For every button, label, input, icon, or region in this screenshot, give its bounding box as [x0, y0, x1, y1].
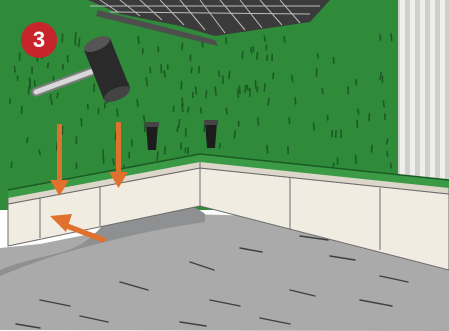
grass-blade — [356, 80, 357, 85]
grass-blade — [273, 73, 274, 78]
grass-blade — [239, 86, 240, 93]
grass-blade — [57, 93, 58, 98]
grass-blade — [245, 86, 246, 93]
grass-blade — [157, 152, 158, 160]
grass-blade — [383, 101, 384, 107]
grass-blade — [257, 53, 258, 59]
grass-blade — [146, 78, 147, 86]
grass-blade — [50, 95, 51, 99]
grass-blade — [75, 32, 76, 40]
grass-blade — [188, 108, 189, 112]
grass-blade — [251, 48, 252, 53]
grass-blade — [75, 41, 76, 45]
grass-blade — [39, 150, 40, 154]
grass-blade — [289, 118, 290, 123]
grass-blade — [358, 109, 359, 114]
grass-blade — [226, 108, 227, 114]
grass-blade — [295, 98, 296, 105]
grass-blade — [138, 37, 139, 44]
grass-blade — [15, 67, 16, 72]
grass-blade — [35, 81, 36, 86]
corrugated-fence — [398, 0, 449, 200]
grass-blade — [372, 145, 373, 152]
grass-blade — [201, 108, 202, 113]
step-number-badge: 3 — [21, 22, 57, 58]
grass-blade — [292, 76, 293, 82]
grass-blade — [196, 87, 197, 94]
grass-blade — [215, 87, 216, 95]
grass-blade — [220, 143, 221, 148]
grass-blade — [223, 76, 224, 83]
grass-blade — [391, 164, 392, 168]
grass-blade — [182, 44, 183, 50]
grass-blade — [81, 119, 82, 126]
grass-blade — [258, 118, 259, 125]
grass-blade — [179, 120, 180, 128]
grass-blade — [191, 68, 192, 73]
grass-blade — [264, 36, 265, 41]
grass-blade — [369, 114, 370, 121]
grass-blade — [234, 131, 235, 138]
grass-blade — [164, 71, 165, 77]
grass-blade — [48, 63, 49, 68]
grass-blade — [177, 127, 178, 131]
grass-blade — [387, 151, 388, 156]
grass-blade — [314, 123, 315, 130]
grass-blade — [113, 159, 114, 164]
grass-blade — [264, 84, 265, 91]
grass-blade — [247, 85, 248, 90]
grass-blade — [79, 39, 80, 47]
grass-blade — [238, 89, 239, 97]
grass-blade — [268, 98, 269, 105]
grass-blade — [144, 116, 145, 122]
grass-blade — [206, 91, 207, 98]
grass-blade — [387, 139, 388, 144]
grass-blade — [267, 146, 268, 153]
grass-blade — [150, 68, 151, 73]
grass-blade — [380, 73, 381, 80]
grass-blade — [137, 100, 138, 106]
grass-blade — [322, 89, 323, 94]
grass-blade — [117, 109, 118, 116]
grass-blade — [27, 138, 28, 143]
grass-blade — [103, 156, 104, 163]
grass-blade — [182, 104, 183, 111]
grass-blade — [318, 54, 319, 58]
grass-blade — [257, 87, 258, 91]
grass-blade — [229, 71, 230, 78]
grass-blade — [284, 37, 285, 42]
grass-blade — [391, 34, 392, 41]
